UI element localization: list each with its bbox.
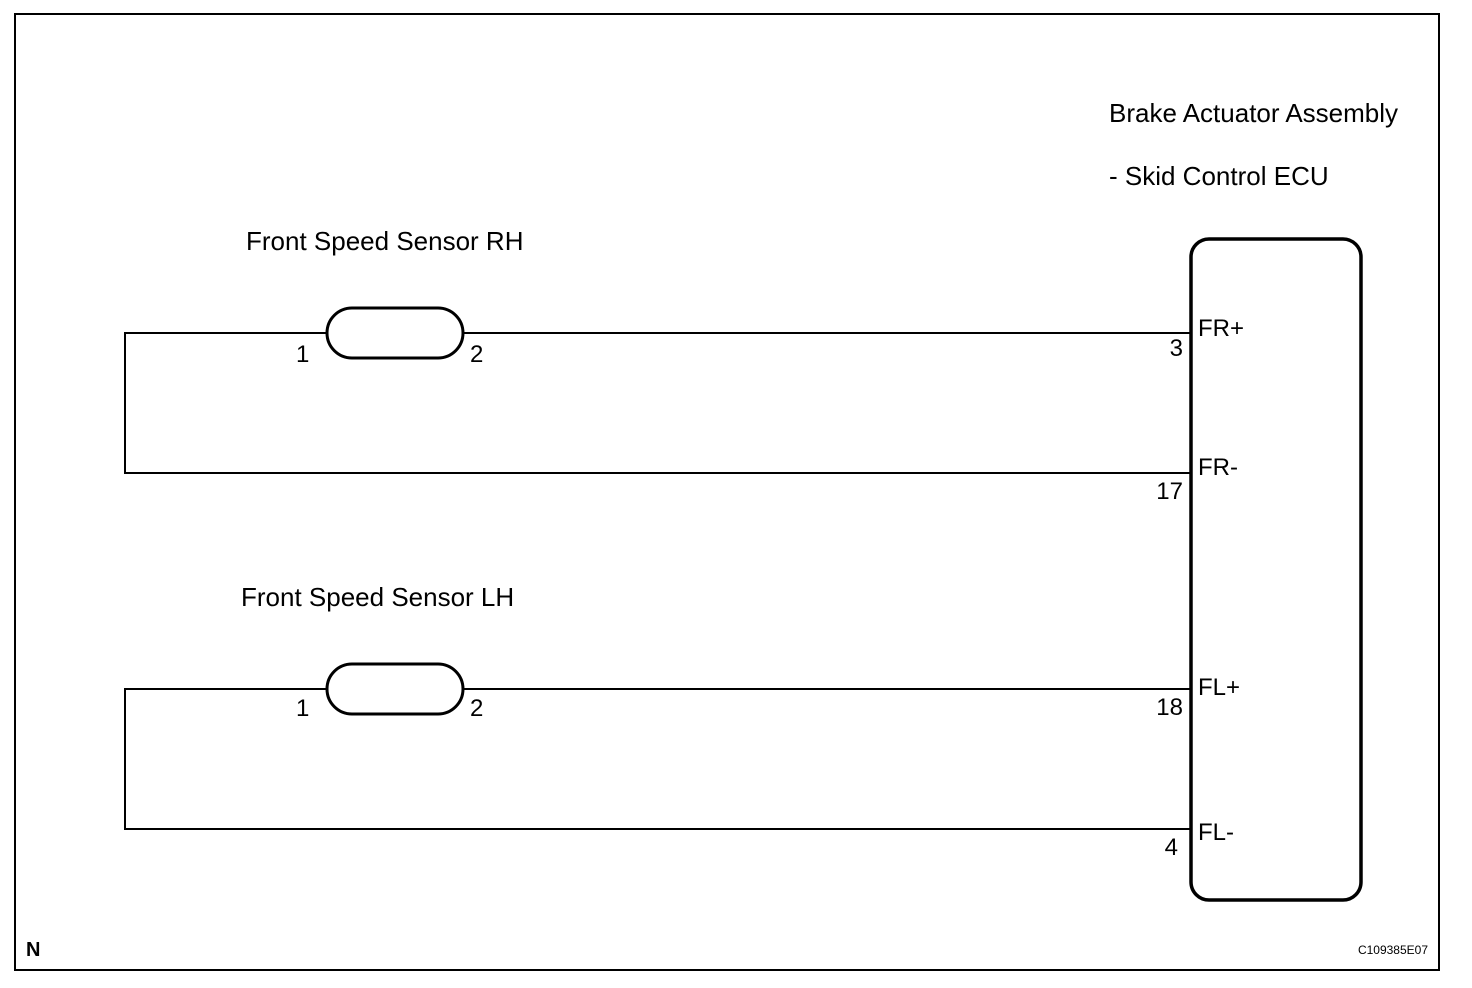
ecu-terminal-fl-plus: FL+	[1198, 674, 1240, 701]
ecu-pin-fl-plus: 18	[1156, 694, 1183, 721]
sensor-rh-body	[325, 306, 465, 360]
sensor-lh-body	[325, 662, 465, 716]
ecu-pin-fr-minus: 17	[1156, 478, 1183, 505]
corner-code: N	[26, 939, 40, 961]
sensor-lh-pin-1: 1	[296, 695, 309, 722]
sensor-rh-label: Front Speed Sensor RH	[246, 226, 523, 256]
ecu-box	[1189, 237, 1363, 902]
sensor-lh-label: Front Speed Sensor LH	[241, 582, 514, 612]
ecu-pin-fr-plus: 3	[1170, 335, 1183, 362]
sensor-rh-pin-1: 1	[296, 341, 309, 368]
ecu-subtitle: - Skid Control ECU	[1109, 161, 1329, 191]
ecu-terminal-fl-minus: FL-	[1198, 819, 1234, 846]
figure-id: C109385E07	[1358, 943, 1428, 957]
sensor-lh-return-wire	[124, 688, 1191, 830]
ecu-pin-fl-minus: 4	[1165, 834, 1178, 861]
sensor-lh-pin-2: 2	[470, 695, 483, 722]
sensor-rh-return-wire	[124, 332, 1191, 474]
ecu-title: Brake Actuator Assembly	[1109, 98, 1398, 128]
ecu-terminal-fr-minus: FR-	[1198, 454, 1238, 481]
ecu-terminal-fr-plus: FR+	[1198, 315, 1244, 342]
sensor-rh-pin-2: 2	[470, 341, 483, 368]
diagram-frame	[14, 13, 1440, 971]
